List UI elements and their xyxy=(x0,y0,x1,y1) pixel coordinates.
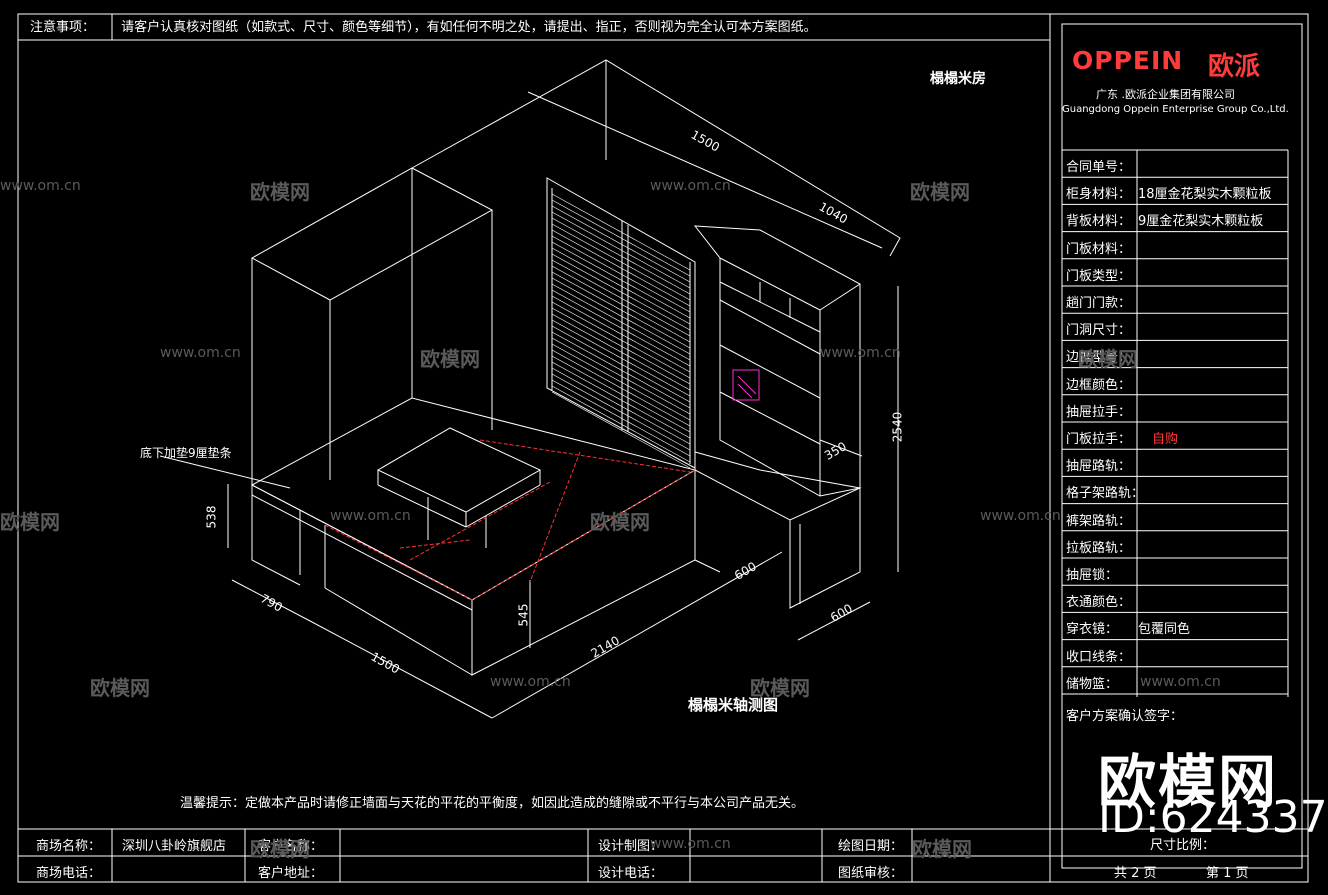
spec-label: 衣通颜色： xyxy=(1066,595,1132,611)
spec-value: 自购 xyxy=(1152,432,1179,447)
page-current: 第 1 页 xyxy=(1206,866,1249,881)
axon-title: 榻榻米轴测图 xyxy=(688,696,779,714)
spec-value: 18厘金花梨实木颗粒板 xyxy=(1138,187,1272,203)
spec-label: 门洞尺寸： xyxy=(1066,323,1132,339)
spec-label: 门板类型： xyxy=(1066,268,1132,284)
notice-label: 注意事项： xyxy=(30,20,96,35)
watermark-brand: 欧模网 xyxy=(910,180,970,204)
spec-label: 格子架路轨： xyxy=(1066,486,1145,502)
spec-value: 包覆同色 xyxy=(1138,622,1191,638)
oppein-logo-cn: 欧派 xyxy=(1208,52,1261,82)
spec-label: 背板材料： xyxy=(1066,214,1132,230)
spec-label: 拉板路轨： xyxy=(1066,540,1132,556)
spec-label: 趟门门款： xyxy=(1066,296,1132,311)
designer-label: 设计制图： xyxy=(598,839,664,854)
pages-total: 共 2 页 xyxy=(1114,866,1157,881)
spec-label: 穿衣镜： xyxy=(1066,622,1119,638)
dim-538: 538 xyxy=(204,505,219,529)
watermark-brand: 欧模网 xyxy=(912,837,972,861)
spec-label: 抽屉路轨： xyxy=(1066,459,1132,475)
watermark-url: www.om.cn xyxy=(650,178,731,194)
watermark-url: www.om.cn xyxy=(330,508,411,524)
spec-label: 抽屉锁： xyxy=(1066,568,1119,583)
spec-label: 门板拉手： xyxy=(1066,432,1132,447)
watermark-url: www.om.cn xyxy=(820,345,901,361)
watermark-brand: 欧模网 xyxy=(420,347,480,371)
company-name-en: Guangdong Oppein Enterprise Group Co.,Lt… xyxy=(1062,104,1289,115)
market-name: 深圳八卦岭旗舰店 xyxy=(122,839,227,854)
watermark-url: www.om.cn xyxy=(650,836,731,852)
spec-label: 收口线条： xyxy=(1066,649,1132,665)
dim-545: 545 xyxy=(516,603,531,627)
design-phone-label: 设计电话： xyxy=(598,866,664,881)
notice-text: 请客户认真核对图纸（如款式、尺寸、颜色等细节），有如任何不明之处，请提出、指正，… xyxy=(121,20,817,35)
customer-addr-label: 客户地址： xyxy=(258,866,324,881)
watermark-brand: 欧模网 xyxy=(90,676,150,700)
spec-label: 储物篮： xyxy=(1066,676,1119,692)
customer-name-label: 客户名称： xyxy=(258,839,324,854)
company-name-cn: 广东 .欧派企业集团有限公司 xyxy=(1096,88,1235,101)
warm-tip: 温馨提示：定做本产品时请修正墙面与天花的平花的平衡度，如因此造成的缝隙或不平行与… xyxy=(180,796,805,811)
watermark-brand: 欧模网 xyxy=(0,510,60,534)
scale-label: 尺寸比例： xyxy=(1150,838,1216,853)
spec-label: 裤架路轨： xyxy=(1066,513,1132,529)
notice-bar: 注意事项： 请客户认真核对图纸（如款式、尺寸、颜色等细节），有如任何不明之处，请… xyxy=(30,16,817,35)
watermark-url: www.om.cn xyxy=(1140,674,1221,690)
room-title: 榻榻米房 xyxy=(930,71,986,87)
watermark-brand: 欧模网 xyxy=(1078,347,1138,371)
customer-confirm: 客户方案确认签字： xyxy=(1066,709,1184,724)
spec-label: 柜身材料： xyxy=(1066,187,1132,203)
watermark-url: www.om.cn xyxy=(160,345,241,361)
spec-value: 9厘金花梨实木颗粒板 xyxy=(1138,214,1264,230)
market-phone-label: 商场电话： xyxy=(36,866,102,881)
draw-date-label: 绘图日期： xyxy=(838,839,904,854)
watermark-brand: 欧模网 xyxy=(750,676,810,700)
spec-label: 抽屉拉手： xyxy=(1066,404,1132,420)
pad-annotation: 底下加垫9厘垫条 xyxy=(140,446,232,460)
watermark-big: 欧模网 xyxy=(1098,748,1279,816)
spec-label: 边框颜色： xyxy=(1066,377,1132,393)
spec-label: 边框型号： xyxy=(1066,350,1132,366)
watermark-url: www.om.cn xyxy=(490,674,571,690)
market-name-label: 商场名称： xyxy=(36,839,102,854)
dim-2540: 2540 xyxy=(890,411,905,443)
spec-label: 合同单号： xyxy=(1066,160,1132,175)
watermark-url: www.om.cn xyxy=(980,508,1061,524)
oppein-logo: OPPEIN xyxy=(1072,46,1184,75)
watermark-brand: 欧模网 xyxy=(250,837,310,861)
spec-label: 门板材料： xyxy=(1066,241,1132,257)
watermark-brand: 欧模网 xyxy=(250,180,310,204)
review-label: 图纸审核： xyxy=(838,866,904,881)
watermark-url: www.om.cn xyxy=(0,178,81,194)
watermark-brand: 欧模网 xyxy=(590,510,650,534)
watermark-id: ID:624337 xyxy=(1098,792,1328,843)
